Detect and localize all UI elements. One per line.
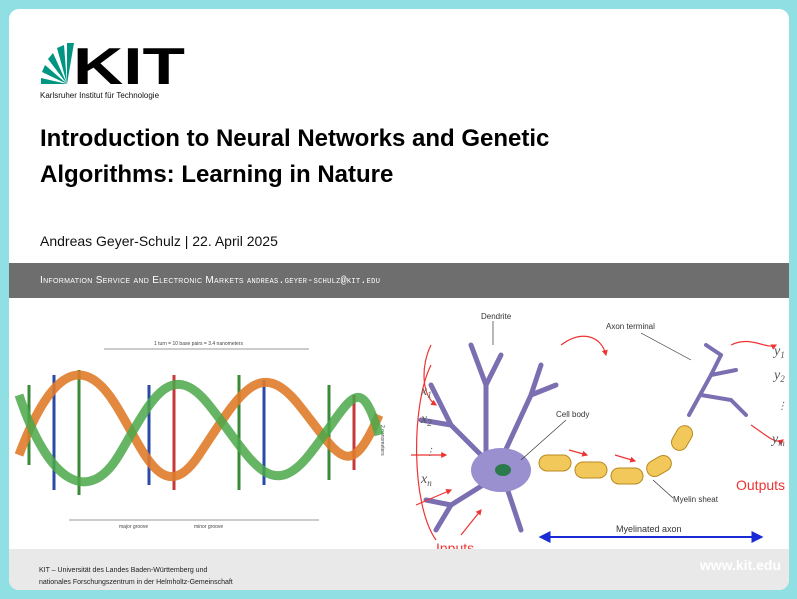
footer-line-2: nationales Forschungszentrum in der Helm… bbox=[39, 579, 233, 586]
myelin-segments bbox=[538, 425, 693, 485]
kit-fan-icon bbox=[41, 43, 74, 84]
input-variables: x1 x2 ⋮ xn bbox=[420, 384, 435, 488]
footer-line-1: KIT – Universität des Landes Baden-Württ… bbox=[39, 567, 208, 574]
footer: KIT – Universität des Landes Baden-Württ… bbox=[9, 549, 789, 590]
svg-text:⋮: ⋮ bbox=[777, 401, 787, 412]
svg-text:x1: x1 bbox=[420, 384, 432, 400]
inputs-arrow bbox=[416, 364, 437, 541]
svg-text:x2: x2 bbox=[420, 412, 432, 428]
dna-helix-image: 1 turn = 10 base pairs = 3.4 nanometers … bbox=[14, 341, 385, 530]
footer-institution: KIT – Universität des Landes Baden-Württ… bbox=[39, 565, 233, 589]
myelin-label: Myelin sheat bbox=[673, 495, 719, 504]
cell-body-label: Cell body bbox=[556, 410, 589, 419]
myelinated-axon-label: Myelinated axon bbox=[616, 524, 682, 534]
logo-subtitle: Karlsruher Institut für Technologie bbox=[40, 91, 160, 100]
department-bar: Information Service and Electronic Marke… bbox=[9, 263, 789, 298]
neuron-diagram: Dendrite Axon terminal Cell body Myelin … bbox=[411, 312, 787, 556]
author-date: Andreas Geyer-Schulz | 22. April 2025 bbox=[40, 233, 278, 249]
title-line-1: Introduction to Neural Networks and Gene… bbox=[40, 125, 550, 152]
dendrite-label: Dendrite bbox=[481, 312, 512, 321]
signal-arrows bbox=[411, 335, 784, 536]
axon-terminal-label: Axon terminal bbox=[606, 322, 655, 331]
department-name: Information Service and Electronic Marke… bbox=[40, 275, 244, 286]
slide: KIT Karlsruher Institut für Technologie … bbox=[9, 9, 789, 590]
title-line-2: Algorithms: Learning in Nature bbox=[40, 161, 394, 188]
svg-text:xn: xn bbox=[420, 472, 432, 488]
output-variables: y1 y2 ⋮ ym bbox=[770, 344, 787, 448]
major-groove-label: major groove bbox=[119, 524, 148, 530]
svg-text:ym: ym bbox=[770, 432, 785, 448]
axon-terminal bbox=[687, 343, 748, 417]
nucleus bbox=[495, 464, 511, 476]
email-link[interactable]: andreas.geyer-schulz@kit.edu bbox=[246, 276, 381, 287]
dna-turn-caption: 1 turn = 10 base pairs = 3.4 nanometers bbox=[154, 341, 243, 347]
footer-url-link[interactable]: www.kit.edu bbox=[699, 557, 781, 573]
department-line: Information Service and Electronic Marke… bbox=[40, 275, 380, 287]
outputs-label: Outputs bbox=[736, 477, 785, 493]
svg-text:⋮: ⋮ bbox=[425, 447, 435, 458]
slide-title: Introduction to Neural Networks and Gene… bbox=[40, 121, 740, 193]
kit-wordmark: KIT bbox=[73, 38, 185, 96]
dna-strand-green bbox=[14, 379, 384, 487]
minor-groove-label: minor groove bbox=[194, 524, 223, 530]
svg-text:y2: y2 bbox=[772, 368, 785, 384]
dna-width-caption: 2 nanometers bbox=[379, 425, 385, 456]
dna-strand-orange bbox=[14, 370, 384, 482]
svg-text:y1: y1 bbox=[772, 344, 785, 360]
dendrite-tree bbox=[418, 342, 559, 533]
kit-logo: KIT bbox=[41, 38, 185, 96]
